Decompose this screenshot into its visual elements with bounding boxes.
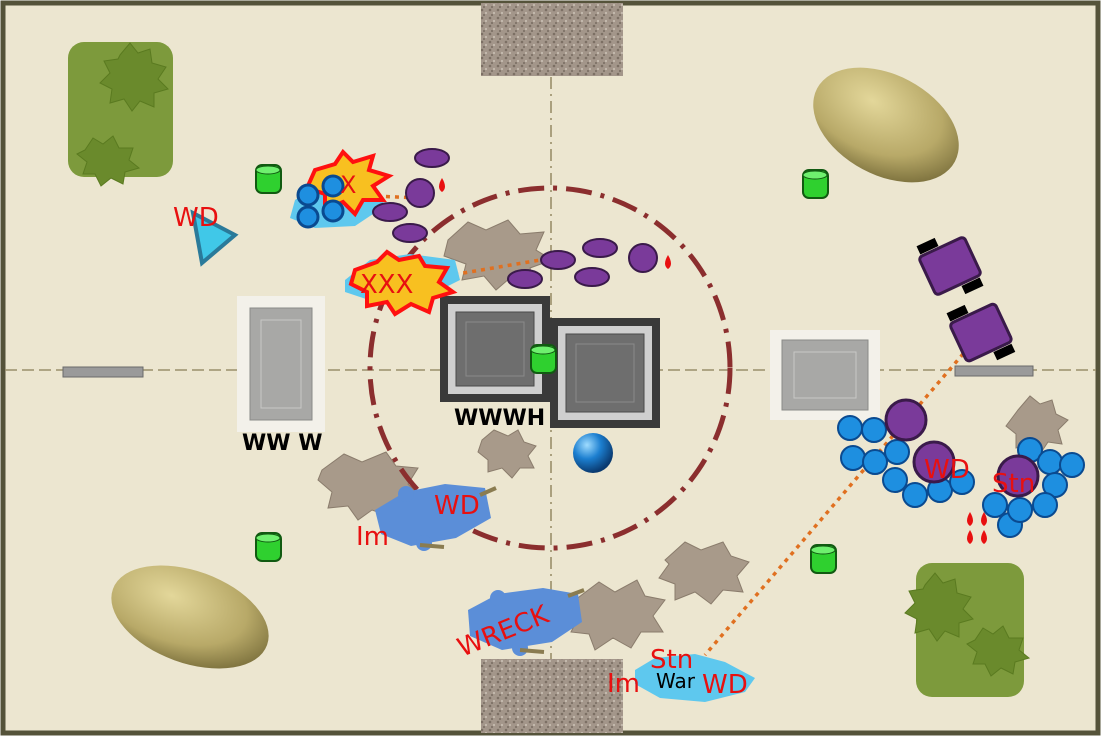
- building-left: [237, 296, 325, 432]
- purple-squad-top[interactable]: [372, 148, 658, 289]
- status-stn-bottom: Stn: [650, 645, 693, 675]
- unit-status-xxx: XXX: [360, 270, 413, 300]
- status-wd-right: WD: [924, 455, 970, 485]
- objective-marker[interactable]: [802, 169, 829, 199]
- objective-marker[interactable]: [255, 532, 282, 562]
- ruin-cluster: [317, 219, 1069, 651]
- barricade-left: [62, 366, 144, 378]
- purple-vehicle[interactable]: [914, 226, 986, 305]
- status-im-bottom: Im: [607, 669, 640, 699]
- status-wd-bottom: WD: [702, 670, 748, 700]
- rubble-zone-top: [481, 3, 623, 76]
- status-wd-top-left: WD: [173, 203, 219, 233]
- barricade-right: [954, 365, 1034, 377]
- blood-drop-icon: [967, 512, 987, 544]
- forest-terrain-bottom-right: [904, 563, 1031, 697]
- purple-squad-right[interactable]: [884, 398, 1040, 498]
- objective-marker[interactable]: [255, 164, 282, 194]
- rubble-zone-bottom: [481, 659, 623, 733]
- rock-top-right: [813, 67, 959, 183]
- blue-squad-engaged-top[interactable]: [290, 148, 394, 229]
- forest-terrain-top-left: [68, 42, 173, 187]
- blue-unit-bottom[interactable]: [635, 654, 755, 702]
- building-center-right: [550, 318, 660, 428]
- wound-markers-center: WWWH: [454, 406, 545, 431]
- blood-drop-icon: [439, 178, 671, 269]
- blue-vehicle-triangle[interactable]: [190, 209, 239, 267]
- status-wd-center-left: WD: [434, 491, 480, 521]
- purple-vehicle[interactable]: [945, 293, 1017, 372]
- objective-marker[interactable]: [530, 344, 557, 374]
- blue-squad-right[interactable]: [837, 415, 1085, 538]
- wound-markers-left: WW W: [242, 431, 322, 456]
- objective-marker[interactable]: [810, 544, 837, 574]
- unit-status-x-top: X: [340, 171, 356, 199]
- blue-vehicle-wreck-left[interactable]: [375, 484, 497, 551]
- building-center-left: [440, 296, 550, 402]
- objective-ring: [367, 185, 733, 551]
- status-stn-right: Stn: [992, 469, 1035, 499]
- status-im-center-left: Im: [356, 522, 389, 552]
- blue-vehicle-wreck-bottom[interactable]: [468, 588, 585, 656]
- status-war-bottom: War: [656, 669, 696, 693]
- building-right: [770, 330, 880, 420]
- blue-sphere-token[interactable]: [573, 433, 613, 473]
- rock-bottom-left: [111, 565, 269, 669]
- blue-squad-engaged-mid[interactable]: [345, 249, 460, 317]
